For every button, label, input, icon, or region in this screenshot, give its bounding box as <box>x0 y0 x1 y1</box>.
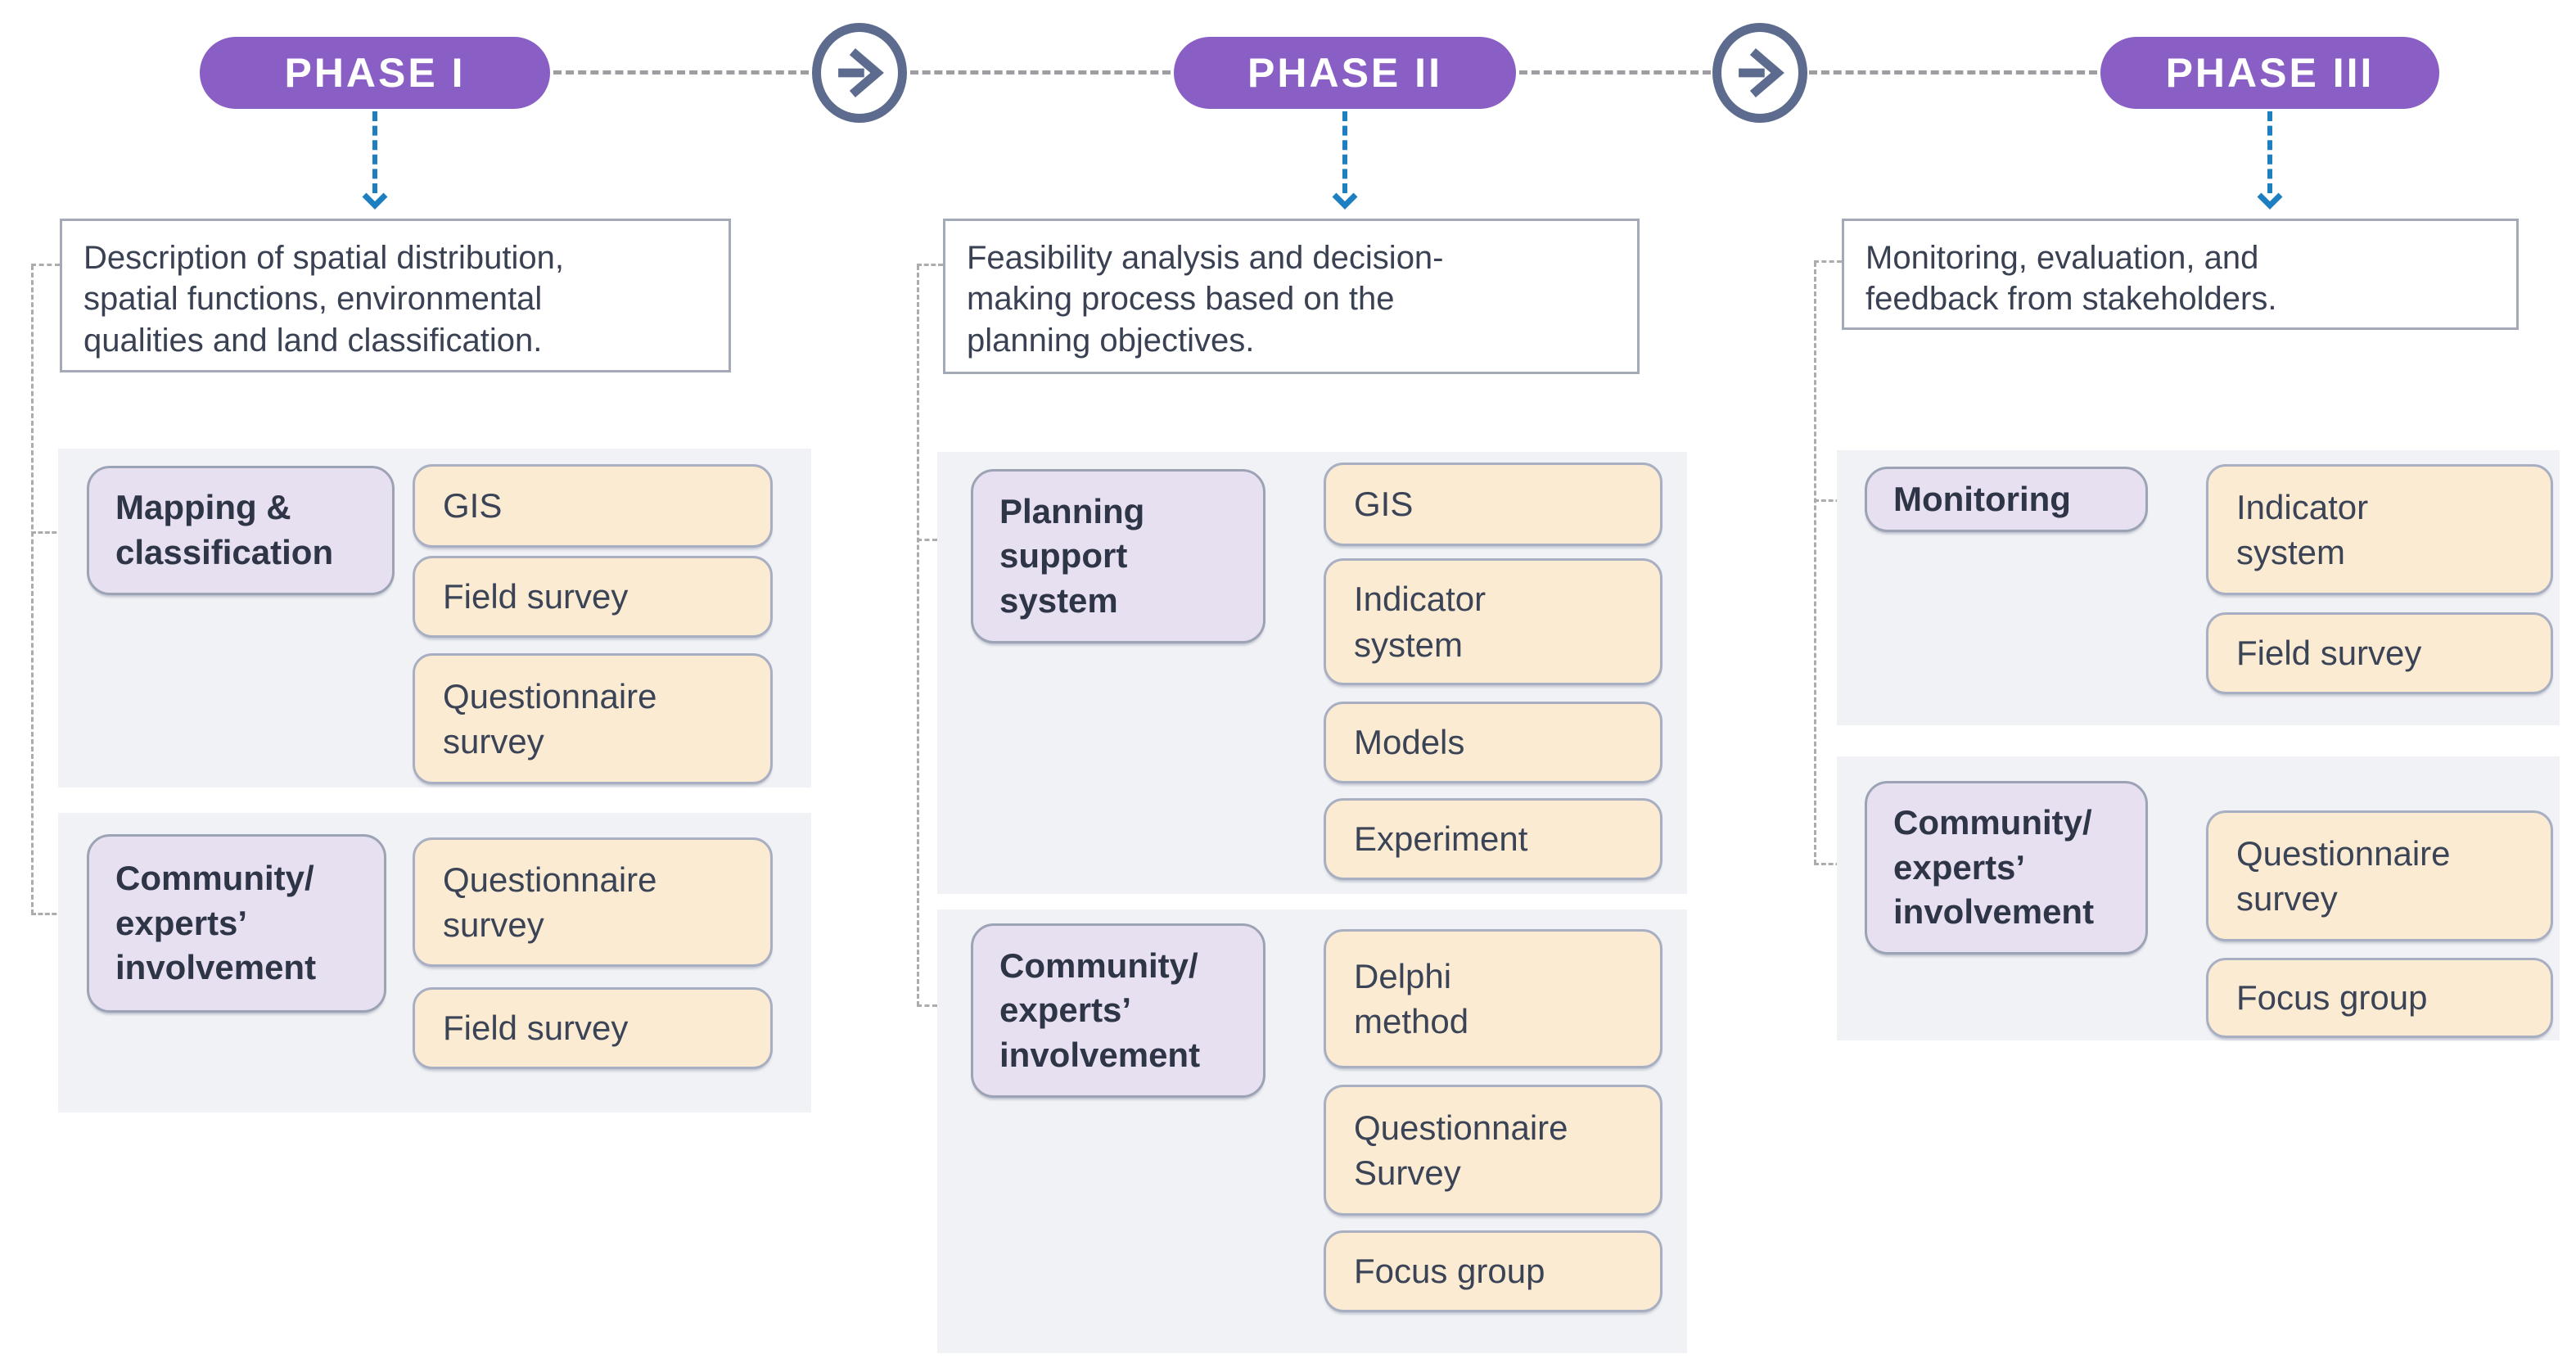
dashed-stem <box>372 111 377 193</box>
phase-2-group-1-label: Planning support system <box>971 469 1265 643</box>
arrow-down-icon <box>2257 192 2283 210</box>
phase-3-group-2-label: Community/ experts’ involvement <box>1865 781 2148 955</box>
phase-1-drop-arrow <box>361 111 389 210</box>
phase-2-description: Feasibility analysis and decision- makin… <box>943 219 1640 374</box>
phase-1-description: Description of spatial distribution, spa… <box>60 219 731 372</box>
method-item: Focus group <box>2206 958 2553 1038</box>
phase-2-group-2-label: Community/ experts’ involvement <box>971 923 1265 1098</box>
phase-1-pill: PHASE I <box>200 37 550 109</box>
arrow-right-icon <box>812 23 907 123</box>
method-item: Focus group <box>1324 1230 1662 1312</box>
method-item: Questionnaire Survey <box>1324 1085 1662 1216</box>
arrow-right-glyph <box>838 47 884 98</box>
method-item: Field survey <box>2206 612 2553 694</box>
method-item: GIS <box>413 464 773 548</box>
phase-3-drop-arrow <box>2256 111 2284 210</box>
dashed-stem <box>2267 111 2272 193</box>
arrow-down-icon <box>362 192 388 210</box>
elbow-connector-stub <box>1814 260 1842 263</box>
method-item: GIS <box>1324 463 1662 546</box>
dashed-stem <box>1342 111 1347 193</box>
method-item: Experiment <box>1324 798 1662 880</box>
method-item: Questionnaire survey <box>413 837 773 967</box>
arrow-right-icon <box>1712 23 1807 123</box>
arrow-right-glyph <box>1739 47 1784 98</box>
phase-2-pill: PHASE II <box>1174 37 1516 109</box>
method-item: Delphi method <box>1324 929 1662 1068</box>
method-item: Indicator system <box>2206 464 2553 595</box>
method-item: Indicator system <box>1324 558 1662 685</box>
phase-connector-dash <box>910 70 1171 74</box>
method-item: Field survey <box>413 987 773 1069</box>
elbow-connector-stub <box>917 264 943 266</box>
elbow-connector-stub <box>31 531 84 534</box>
phase-connector-dash <box>553 70 809 74</box>
phase-connector-dash <box>1809 70 2097 74</box>
phase-3-group-1-label: Monitoring <box>1865 467 2148 532</box>
elbow-connector <box>31 265 34 914</box>
phase-3-description: Monitoring, evaluation, and feedback fro… <box>1842 219 2519 330</box>
phase-connector-dash <box>1519 70 1711 74</box>
elbow-connector-stub <box>31 264 60 266</box>
method-item: Field survey <box>413 556 773 638</box>
phase-2-drop-arrow <box>1331 111 1359 210</box>
method-item: Models <box>1324 702 1662 783</box>
phase-3-pill: PHASE III <box>2100 37 2439 109</box>
arrow-down-icon <box>1332 192 1358 210</box>
method-item: Questionnaire survey <box>2206 810 2553 941</box>
elbow-connector <box>1814 262 1816 864</box>
elbow-connector-stub <box>31 913 84 915</box>
elbow-connector <box>917 265 919 1006</box>
phase-1-group-1-label: Mapping & classification <box>87 466 395 595</box>
method-item: Questionnaire survey <box>413 653 773 784</box>
phase-1-group-2-label: Community/ experts’ involvement <box>87 834 386 1013</box>
